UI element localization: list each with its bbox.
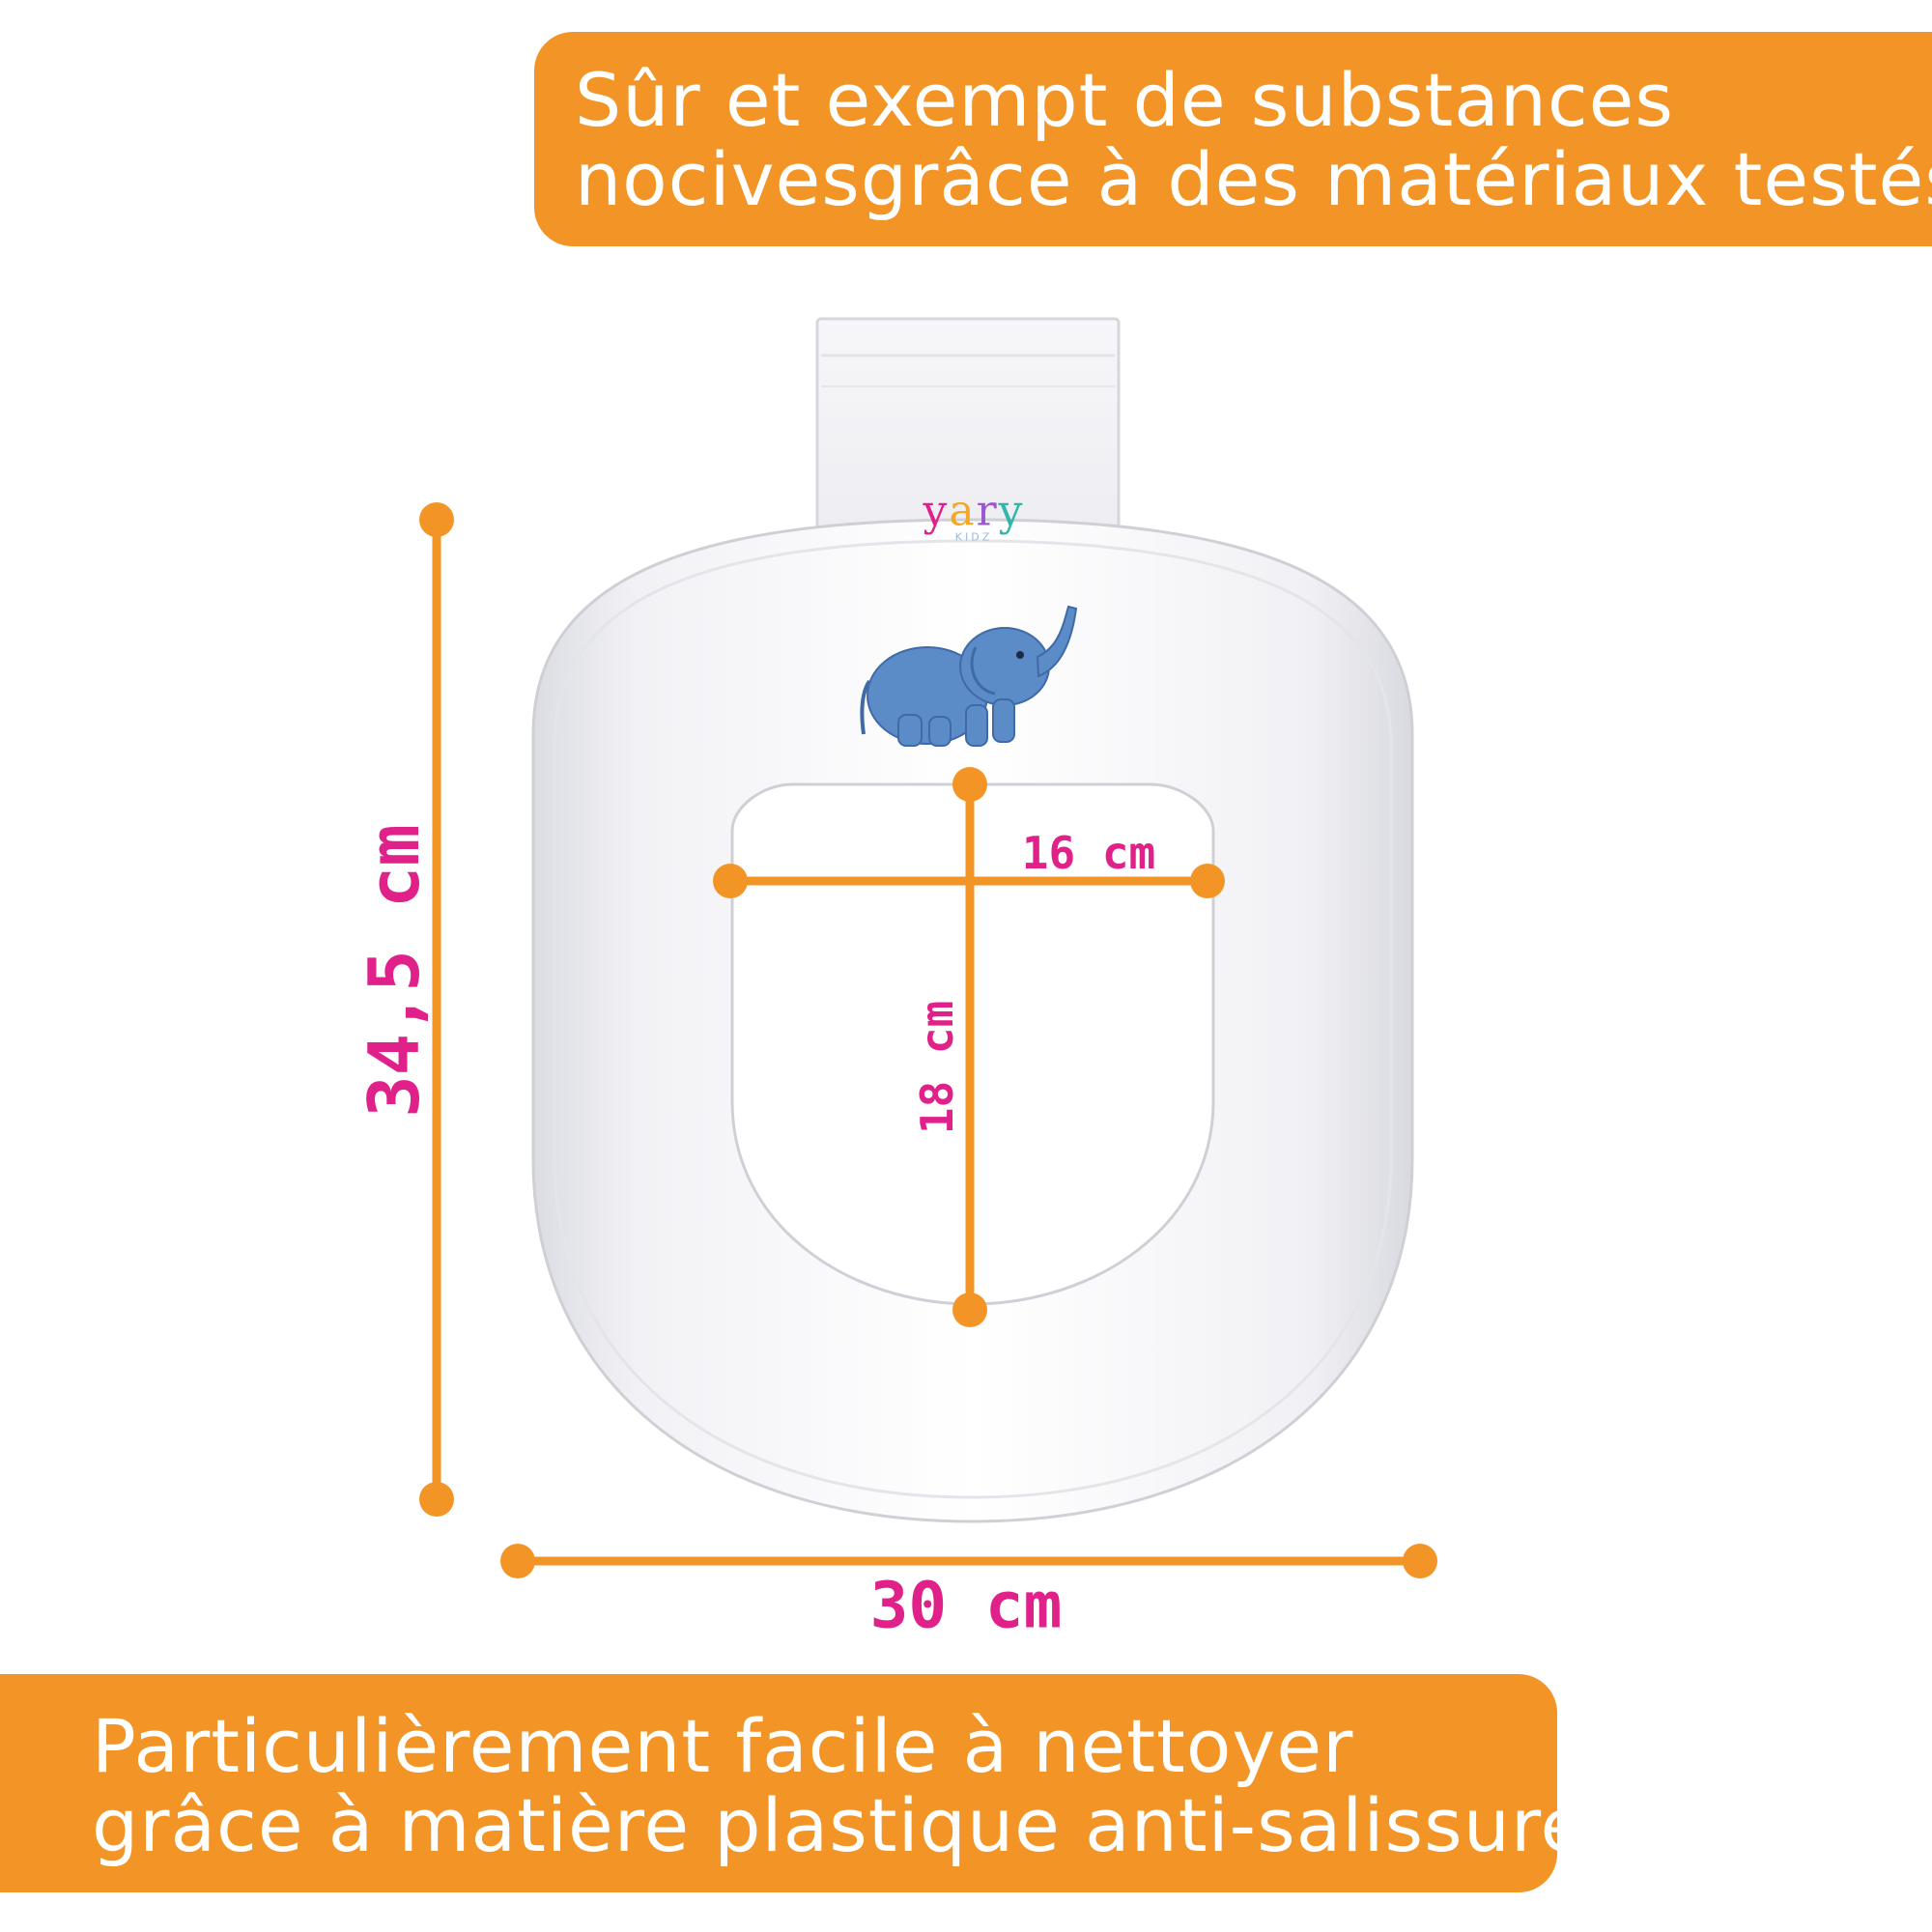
brand-logo: yary KIDZ xyxy=(923,490,1025,544)
brand-letter: r xyxy=(976,486,999,536)
top-banner-line-1: Sûr et exempt de substances xyxy=(575,57,1675,143)
width-label: 30 cm xyxy=(869,1568,1063,1643)
brand-subtitle: KIDZ xyxy=(954,530,993,544)
brand-letter: y xyxy=(923,486,950,536)
dimension-lines xyxy=(432,515,1425,1566)
inner-length-label: 18 cm xyxy=(911,1000,963,1135)
elephant-icon xyxy=(860,605,1078,747)
top-feature-banner: Sûr et exempt de substances nocivesgrâce… xyxy=(534,32,1932,246)
height-label: 34,5 cm xyxy=(354,824,435,1118)
inner-width-label: 16 cm xyxy=(1021,827,1156,879)
top-banner-line-2: nocivesgrâce à des matériaux testés xyxy=(575,136,1932,222)
bottom-feature-banner: Particulièrement facile à nettoyer grâce… xyxy=(0,1674,1626,1892)
dimension-endpoints xyxy=(419,502,1437,1578)
brand-letter: y xyxy=(998,486,1025,536)
brand-letter: a xyxy=(949,486,977,536)
bottom-banner-line-2: grâce à matière plastique anti-salissure… xyxy=(92,1782,1626,1868)
bottom-banner-line-1: Particulièrement facile à nettoyer xyxy=(92,1703,1354,1789)
